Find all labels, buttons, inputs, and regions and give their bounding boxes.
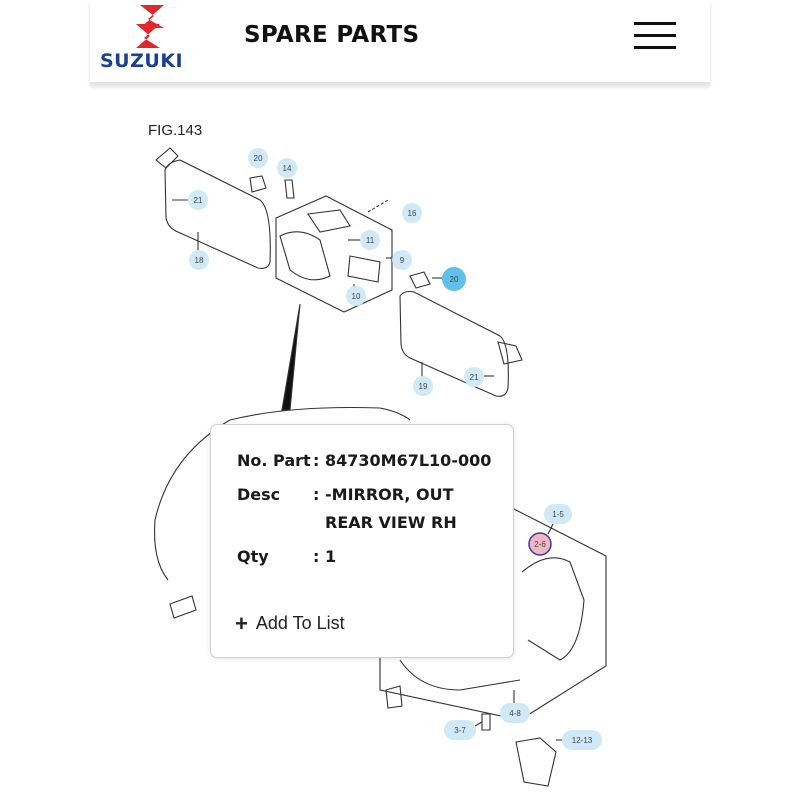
plus-icon: + bbox=[235, 610, 248, 636]
callout-10[interactable]: 10 bbox=[346, 286, 366, 306]
suzuki-logo[interactable] bbox=[96, 2, 208, 74]
part-info-popup: No. Part : 84730M67L10-000 Desc : -MIRRO… bbox=[210, 424, 514, 658]
page-title: SPARE PARTS bbox=[244, 22, 420, 48]
svg-text:18: 18 bbox=[195, 256, 204, 265]
svg-text:9: 9 bbox=[400, 256, 405, 265]
svg-text:16: 16 bbox=[408, 209, 417, 218]
callout-11[interactable]: 11 bbox=[360, 230, 380, 250]
part-number-label: No. Part bbox=[237, 451, 311, 470]
svg-text:12-13: 12-13 bbox=[572, 736, 593, 745]
add-to-list-button[interactable]: + Add To List bbox=[235, 610, 345, 636]
figure-label: FIG.143 bbox=[148, 122, 203, 139]
callout-20a[interactable]: 20 bbox=[248, 148, 268, 168]
callout-1-5[interactable]: 1-5 bbox=[544, 504, 572, 524]
brand-name: SUZUKI bbox=[100, 50, 184, 72]
desc-sep: : bbox=[313, 485, 320, 504]
add-to-list-label: Add To List bbox=[255, 613, 345, 633]
callout-19[interactable]: 19 bbox=[413, 376, 433, 396]
qty-value: 1 bbox=[325, 547, 337, 566]
svg-text:4-8: 4-8 bbox=[509, 709, 521, 718]
svg-text:20: 20 bbox=[254, 154, 263, 163]
desc-line-2: REAR VIEW RH bbox=[325, 513, 457, 532]
svg-text:20: 20 bbox=[450, 275, 459, 284]
callout-20b[interactable]: 20 bbox=[442, 267, 466, 291]
callout-2-6[interactable]: 2-6 bbox=[528, 532, 552, 556]
callout-4-8[interactable]: 4-8 bbox=[500, 703, 530, 723]
callout-21b[interactable]: 21 bbox=[464, 367, 484, 387]
svg-text:3-7: 3-7 bbox=[454, 726, 466, 735]
callout-12-13[interactable]: 12-13 bbox=[562, 730, 602, 750]
svg-text:10: 10 bbox=[352, 292, 361, 301]
svg-text:19: 19 bbox=[419, 382, 428, 391]
hamburger-menu-icon[interactable] bbox=[634, 22, 678, 52]
part-number-value: 84730M67L10-000 bbox=[325, 451, 492, 470]
svg-text:21: 21 bbox=[194, 196, 203, 205]
callout-18[interactable]: 18 bbox=[189, 250, 209, 270]
svg-text:14: 14 bbox=[283, 164, 292, 173]
qty-sep: : bbox=[313, 547, 320, 566]
callout-21a[interactable]: 21 bbox=[188, 190, 208, 210]
svg-text:2-6: 2-6 bbox=[534, 540, 546, 549]
qty-label: Qty bbox=[237, 547, 269, 566]
app-header: SUZUKI SPARE PARTS bbox=[90, 0, 710, 85]
callout-3-7[interactable]: 3-7 bbox=[444, 720, 476, 740]
desc-label: Desc bbox=[237, 485, 281, 504]
svg-text:21: 21 bbox=[470, 373, 479, 382]
svg-text:11: 11 bbox=[366, 236, 375, 245]
svg-text:1-5: 1-5 bbox=[552, 510, 564, 519]
desc-line-1: -MIRROR, OUT bbox=[325, 485, 454, 504]
callout-14[interactable]: 14 bbox=[277, 158, 297, 178]
callout-16[interactable]: 16 bbox=[402, 203, 422, 223]
part-number-sep: : bbox=[313, 451, 320, 470]
callout-9[interactable]: 9 bbox=[392, 250, 412, 270]
